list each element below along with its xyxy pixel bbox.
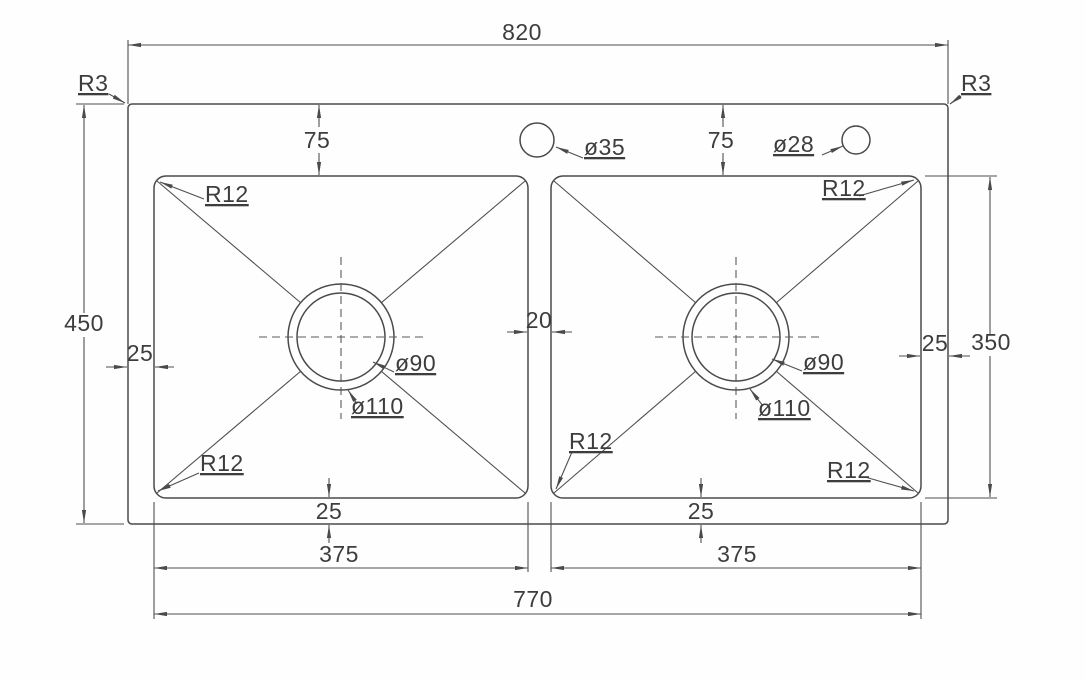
leader-drain110-left bbox=[347, 389, 358, 405]
leader-r3-left bbox=[108, 93, 126, 104]
faucet-hole-large-circle bbox=[519, 122, 555, 158]
dim-overall-width-label: 820 bbox=[502, 19, 542, 45]
faucet-hole-small-circle bbox=[841, 125, 871, 155]
dim-bottom-offset-left-label: 25 bbox=[316, 498, 343, 524]
drain-right-outer-label: ø110 bbox=[758, 395, 811, 421]
leader-r3-right bbox=[949, 94, 962, 105]
dim-bowl-width-left-label: 375 bbox=[319, 541, 359, 567]
radius-bowl-right-top-label: R12 bbox=[822, 175, 866, 201]
right-bowl bbox=[550, 175, 922, 499]
leader-r12-right-bottom bbox=[864, 476, 915, 492]
sink-outer-edge bbox=[127, 103, 949, 525]
faucet-hole-small-label: ø28 bbox=[773, 131, 814, 157]
leader-faucet-small bbox=[821, 145, 844, 156]
drain-left-inner-label: ø90 bbox=[395, 350, 436, 376]
radius-bowl-left-top-label: R12 bbox=[205, 181, 249, 207]
radius-bowl-right-divider-label: R12 bbox=[569, 428, 613, 454]
dim-bowl-width-right-label: 375 bbox=[717, 541, 757, 567]
leader-drain110-right bbox=[749, 388, 764, 407]
dim-side-offset-left-label: 25 bbox=[127, 340, 154, 366]
leader-drain90-left bbox=[372, 361, 395, 373]
leader-r12-left-bottom bbox=[157, 472, 200, 492]
radius-outer-left-label: R3 bbox=[78, 70, 108, 96]
drain-left-outer-label: ø110 bbox=[351, 393, 404, 419]
extension-lines bbox=[76, 40, 997, 619]
radius-bowl-left-bottom-label: R12 bbox=[200, 450, 244, 476]
leader-r12-right-top bbox=[858, 179, 915, 197]
dim-top-offset-left-label: 75 bbox=[304, 127, 331, 153]
sink-outline-group bbox=[127, 103, 949, 525]
dim-bowls-span-label: 770 bbox=[513, 586, 553, 612]
leader-r12-right-divider bbox=[555, 451, 573, 490]
leader-lines bbox=[108, 93, 962, 492]
centerlines bbox=[259, 257, 819, 419]
left-bowl bbox=[153, 175, 529, 499]
leader-faucet-large bbox=[555, 146, 584, 159]
dim-bottom-offset-right-label: 25 bbox=[688, 498, 715, 524]
leader-r12-left-top bbox=[159, 181, 205, 200]
left-bowl-diagonals bbox=[156, 180, 526, 494]
leader-drain90-right bbox=[771, 358, 803, 372]
hole-labels: ø35 ø28 ø90 ø110 ø90 ø110 bbox=[351, 131, 844, 421]
dim-bowl-height-label: 350 bbox=[971, 329, 1011, 355]
radius-labels: R3 R3 R12 R12 R12 R12 R12 bbox=[78, 70, 991, 483]
dim-overall-height-label: 450 bbox=[64, 310, 104, 336]
faucet-hole-large-label: ø35 bbox=[584, 134, 625, 160]
dim-divider-width-label: 20 bbox=[526, 307, 553, 333]
drain-right-inner-label: ø90 bbox=[803, 349, 844, 375]
radius-outer-right-label: R3 bbox=[961, 70, 991, 96]
dim-top-offset-right-label: 75 bbox=[708, 127, 735, 153]
faucet-holes-group bbox=[519, 122, 871, 158]
right-bowl-diagonals bbox=[553, 180, 919, 494]
radius-bowl-right-bottom-label: R12 bbox=[827, 457, 871, 483]
dim-side-offset-right-label: 25 bbox=[922, 330, 949, 356]
dimension-labels: 820 450 75 75 25 25 20 25 25 375 375 770… bbox=[64, 19, 1011, 612]
